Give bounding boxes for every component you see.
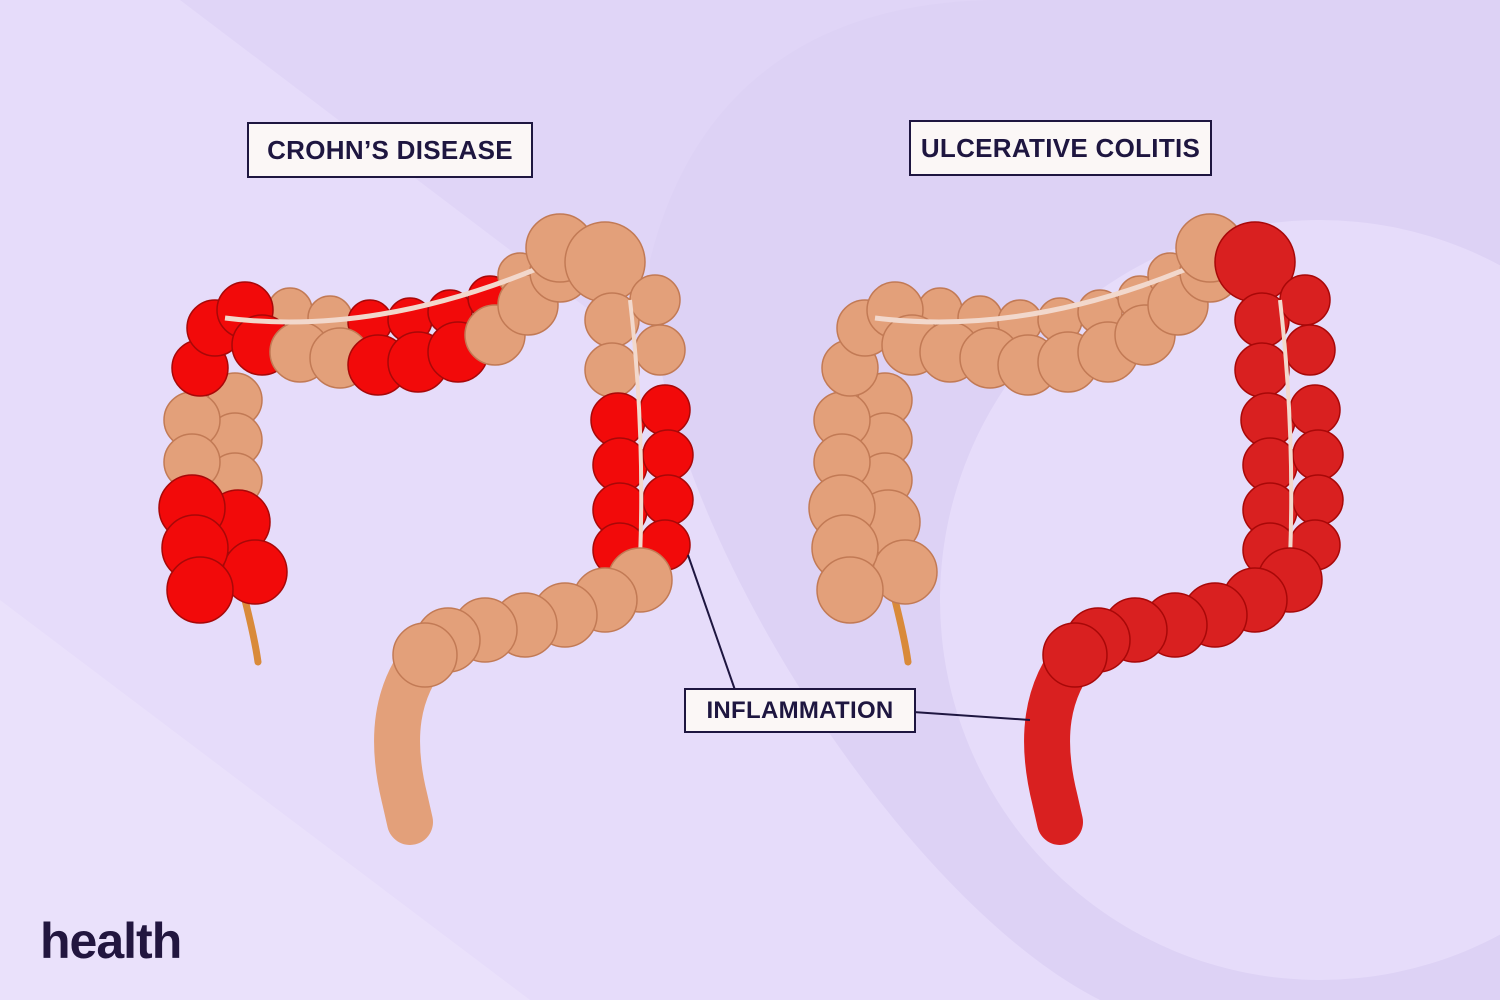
crohns-disease-title: CROHN’S DISEASE (247, 122, 533, 178)
haustrum (629, 274, 681, 326)
appendix (891, 596, 912, 666)
haustrum (1234, 342, 1290, 398)
appendix (241, 596, 262, 666)
inflammation-callout: INFLAMMATION (684, 688, 916, 733)
haustrum (166, 556, 234, 624)
haustrum (639, 384, 691, 436)
haustrum (1292, 474, 1344, 526)
background-shape (0, 600, 530, 1000)
haustrum (1042, 622, 1108, 688)
haustrum (1279, 274, 1331, 326)
haustrum (392, 622, 458, 688)
health-logo: health (40, 913, 182, 969)
colitis-colon (808, 213, 1344, 845)
haustrum (1284, 324, 1336, 376)
haustrum (816, 556, 884, 624)
haustrum (642, 474, 694, 526)
taenia-band (1278, 299, 1294, 561)
crohns-colon (158, 213, 694, 845)
haustrum (1292, 429, 1344, 481)
ulcerative-colitis-title: ULCERATIVE COLITIS (909, 120, 1212, 176)
haustrum (642, 429, 694, 481)
taenia-band (628, 299, 644, 561)
haustrum (634, 324, 686, 376)
callout-line-colitis (912, 711, 1031, 721)
haustrum (584, 342, 640, 398)
callout-line-crohns (687, 554, 736, 691)
haustrum (1289, 384, 1341, 436)
